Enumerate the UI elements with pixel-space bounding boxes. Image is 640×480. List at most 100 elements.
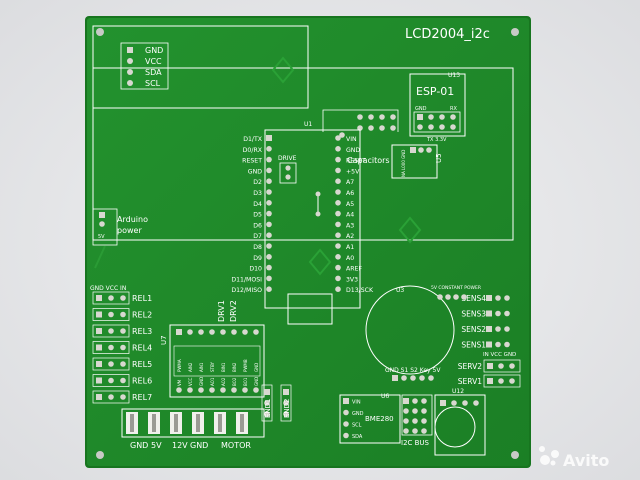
sensor-pin	[504, 341, 510, 348]
arduino-right-pin	[335, 264, 341, 271]
arduino-left-pin	[266, 189, 272, 195]
bme280-title: BME280	[365, 415, 394, 423]
sensor-pin	[495, 310, 501, 317]
servo-pin	[498, 363, 504, 369]
prog-pin	[357, 125, 363, 131]
u3-pin	[410, 375, 416, 381]
i2c-pin	[421, 408, 427, 414]
relay-pin-in	[120, 344, 126, 351]
relay-header-outline	[92, 324, 130, 338]
u12-pin	[440, 400, 446, 406]
bme280-ref: U6	[381, 393, 389, 400]
power-terminal-slot	[174, 414, 178, 432]
driver-bottom-pin	[242, 387, 248, 393]
power-label-5v: 5V	[151, 441, 162, 450]
servo-pin	[509, 363, 515, 369]
relay-header-outline	[92, 357, 130, 371]
driver-bottom-pin	[176, 387, 182, 393]
bme280-pin-label: SDA	[352, 434, 363, 440]
u3-pin	[428, 375, 434, 381]
drive-jumper-pin-2	[285, 174, 291, 180]
relay-header-outline	[92, 308, 130, 321]
prog-pin	[357, 114, 363, 120]
i2c-pin	[421, 418, 427, 424]
arduino-left-pin-label: D10	[249, 266, 262, 273]
bme280-pin-label: VIN	[352, 400, 361, 406]
arduino-right-pin-label: A3	[346, 222, 354, 229]
driver-top-pin-label: AIN2	[188, 362, 193, 372]
driver-top-pin	[253, 329, 259, 335]
lcd-pin-3	[127, 69, 133, 75]
arduino-right-pin-label: +5V	[346, 168, 360, 175]
arduino-ref: U1	[304, 121, 312, 128]
driver-bottom-pin	[231, 387, 237, 393]
relay-pin-vcc	[108, 295, 114, 301]
power-terminal-slot	[130, 414, 134, 432]
driver-top-pin	[209, 329, 215, 335]
relay-header-outline	[92, 341, 130, 354]
esp01-outline	[409, 73, 466, 137]
lcd-pin-label-gnd: GND	[145, 46, 163, 55]
servo-pin	[487, 378, 493, 384]
arduino-right-pin	[335, 167, 341, 174]
mounting-hole-tl	[96, 28, 104, 36]
arduino-power-outline	[92, 208, 118, 246]
capacitor-pad-1	[315, 191, 321, 197]
relay-header-outline	[92, 390, 130, 404]
arduino-right-pin	[335, 156, 341, 163]
arduino-left-pin-label: D8	[253, 244, 262, 251]
i2c-label: I2C BUS	[401, 439, 430, 447]
arduino-right-pin-label: A6	[346, 190, 354, 197]
lcd-connector-outline	[120, 42, 169, 90]
driver-label-2: DRV2	[229, 300, 238, 322]
driver-bottom-pin-label: VM	[177, 379, 182, 386]
lcd-pin-label-vcc: VCC	[145, 57, 162, 66]
relay-pin-in	[120, 311, 126, 318]
arduino-left-pins: D1/TXD0/RXRESETGNDD2D3D4D5D6D7D8D9D10D11…	[231, 135, 272, 294]
sensor-label: SENS2	[461, 325, 486, 334]
arduino-left-pin	[266, 286, 272, 293]
esp01-pin	[450, 114, 456, 120]
programming-header	[339, 114, 396, 138]
i2c-pin	[403, 418, 409, 424]
driver-top-pin-label: PWMA	[177, 359, 182, 372]
esp01-pin	[450, 124, 456, 130]
relay-pin-in	[120, 295, 126, 301]
constant-power-pin	[453, 294, 459, 300]
sensor-pin	[495, 341, 501, 348]
relay-pin-gnd	[96, 361, 102, 367]
driver-top-pin	[242, 329, 248, 335]
relay-pin-vcc	[108, 328, 114, 334]
u5-pin-labels: NA L000 GND	[401, 150, 406, 177]
relay-label: REL4	[132, 344, 152, 353]
arduino-right-pin	[335, 146, 341, 152]
u12-round-outline	[434, 406, 476, 448]
arduino-left-pin-label: D11/MOSI	[231, 276, 262, 283]
copper-art-2	[398, 216, 422, 244]
esp01-pins	[417, 114, 456, 130]
esp01-header	[413, 111, 461, 133]
arduino-left-pin-label: D6	[253, 222, 262, 229]
relay-pin-in	[120, 328, 126, 334]
sensor-label: SENS4	[461, 294, 486, 303]
constant-power-pin	[461, 294, 467, 300]
lcd-pin-2	[127, 58, 133, 64]
u5-ref: U5	[435, 153, 443, 163]
avito-logo-dot-3	[539, 446, 545, 452]
mounting-hole-tr	[511, 28, 519, 36]
u5-outline	[391, 144, 438, 179]
arduino-power-label-2: power	[117, 226, 142, 235]
driver-outline	[169, 324, 265, 398]
sensor-pin	[486, 295, 492, 301]
servo-label: SERV2	[458, 362, 482, 371]
i2c-pin	[421, 428, 427, 434]
arduino-right-pin	[335, 200, 341, 206]
driver-bottom-pin-label: BO2	[232, 377, 237, 386]
arduino-left-pin-label: D5	[253, 212, 262, 219]
arduino-left-pin-label: D0/RX	[243, 147, 263, 154]
driver-top-pin	[176, 329, 182, 335]
lcd-pin-label-sda: SDA	[145, 68, 162, 77]
arduino-right-pin-label: A4	[346, 212, 354, 219]
relay-label: REL7	[132, 393, 152, 402]
